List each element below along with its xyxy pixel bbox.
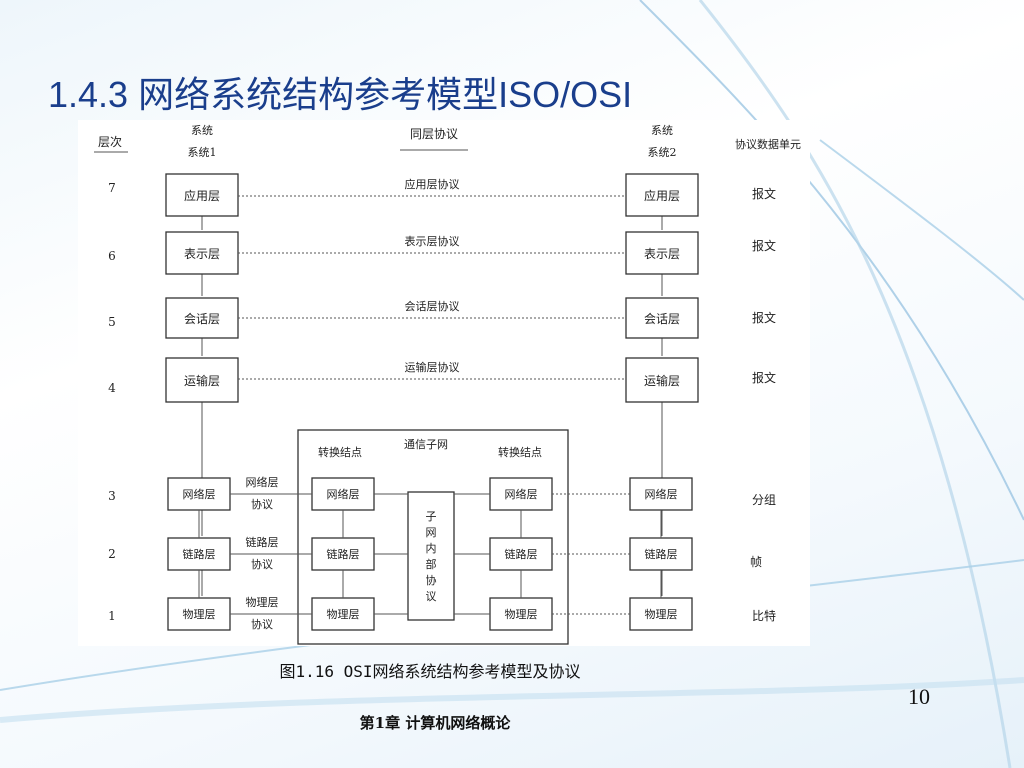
- switch-node-label-right: 转换结点: [498, 445, 542, 459]
- protocol-presentation: 表示层协议: [405, 234, 460, 248]
- subnet-label: 通信子网: [404, 438, 448, 451]
- layer-presentation-left: 表示层: [184, 247, 220, 261]
- pdu-label: 报文: [752, 370, 776, 385]
- slide-title: 1.4.3 网络系统结构参考模型ISO/OSI: [48, 74, 633, 115]
- layer-link-left: 链路层: [183, 547, 216, 561]
- communication-subnet-frame: [297, 429, 569, 645]
- osi-diagram-panel: 层次 系统 系统1 同层协议 系统 系统2 协议数据单元 7 6 5 4 3 2…: [78, 120, 810, 646]
- svg-text:内: 内: [426, 541, 437, 555]
- svg-text:协: 协: [426, 573, 437, 587]
- pdu-label: 报文: [752, 238, 776, 253]
- protocol-link-l1: 链路层: [246, 535, 279, 549]
- level-numbers: 7 6 5 4 3 2 1: [108, 181, 116, 623]
- level-number: 5: [108, 315, 116, 329]
- level-number: 2: [108, 547, 116, 561]
- layer-network-left: 网络层: [183, 487, 216, 501]
- header-system-left: 系统1: [188, 146, 217, 159]
- layer-application-right: 应用层: [644, 188, 680, 203]
- protocol-transport: 运输层协议: [405, 360, 460, 374]
- header-system-left-top: 系统: [191, 124, 213, 137]
- subnet-internal-protocol-label: 子 网 内 部 协 议: [426, 510, 437, 603]
- level-number: 6: [108, 249, 116, 263]
- pdu-label: 报文: [752, 310, 776, 325]
- layer-transport-left: 运输层: [184, 373, 220, 388]
- layer-network-switch1: 网络层: [327, 487, 360, 501]
- figure-caption: 图1.16 OSI网络系统结构参考模型及协议: [279, 662, 581, 681]
- footer-chapter-title: 第1章 计算机网络概论: [359, 714, 511, 732]
- level-number: 1: [108, 609, 116, 623]
- protocol-link-l2: 协议: [251, 557, 273, 571]
- header-system-right-top: 系统: [651, 124, 673, 137]
- protocol-physical-l2: 协议: [251, 617, 273, 631]
- protocol-network-l1: 网络层: [246, 475, 279, 489]
- level-number: 3: [108, 489, 116, 503]
- layer-session-right: 会话层: [644, 312, 680, 326]
- header-system-right: 系统2: [648, 146, 677, 159]
- layer-physical-switch2: 物理层: [505, 607, 538, 621]
- layer-presentation-right: 表示层: [644, 247, 680, 261]
- protocol-session: 会话层协议: [405, 299, 460, 313]
- svg-text:部: 部: [426, 557, 437, 571]
- level-number: 4: [108, 381, 116, 395]
- layer-physical-left: 物理层: [183, 607, 216, 621]
- layer-transport-right: 运输层: [644, 373, 680, 388]
- header-peer-protocol: 同层协议: [410, 126, 458, 141]
- pdu-label: 比特: [752, 608, 776, 623]
- svg-text:子: 子: [426, 510, 437, 523]
- pdu-label: 报文: [752, 186, 776, 201]
- pdu-column: 报文 报文 报文 报文 分组 帧 比特: [750, 186, 776, 623]
- layer-physical-right: 物理层: [645, 607, 678, 621]
- layer-session-left: 会话层: [184, 312, 220, 326]
- layer-network-right: 网络层: [645, 487, 678, 501]
- switch-node-label-left: 转换结点: [318, 445, 362, 459]
- layer-application-left: 应用层: [184, 188, 220, 203]
- layer-network-switch2: 网络层: [505, 487, 538, 501]
- pdu-label: 帧: [750, 555, 762, 569]
- layer-link-right: 链路层: [645, 547, 678, 561]
- header-pdu: 协议数据单元: [735, 137, 801, 151]
- level-number: 7: [108, 181, 116, 195]
- page-number: 10: [908, 684, 930, 709]
- svg-text:议: 议: [426, 590, 437, 603]
- header-level: 层次: [98, 135, 122, 149]
- protocol-application: 应用层协议: [405, 177, 460, 191]
- protocol-physical-l1: 物理层: [246, 595, 279, 609]
- protocol-network-l2: 协议: [251, 497, 273, 511]
- layer-link-switch1: 链路层: [327, 547, 360, 561]
- layer-physical-switch1: 物理层: [327, 607, 360, 621]
- layer-link-switch2: 链路层: [505, 547, 538, 561]
- pdu-label: 分组: [752, 493, 776, 507]
- osi-reference-model-diagram: 层次 系统 系统1 同层协议 系统 系统2 协议数据单元 7 6 5 4 3 2…: [94, 124, 801, 645]
- svg-text:网: 网: [426, 526, 437, 539]
